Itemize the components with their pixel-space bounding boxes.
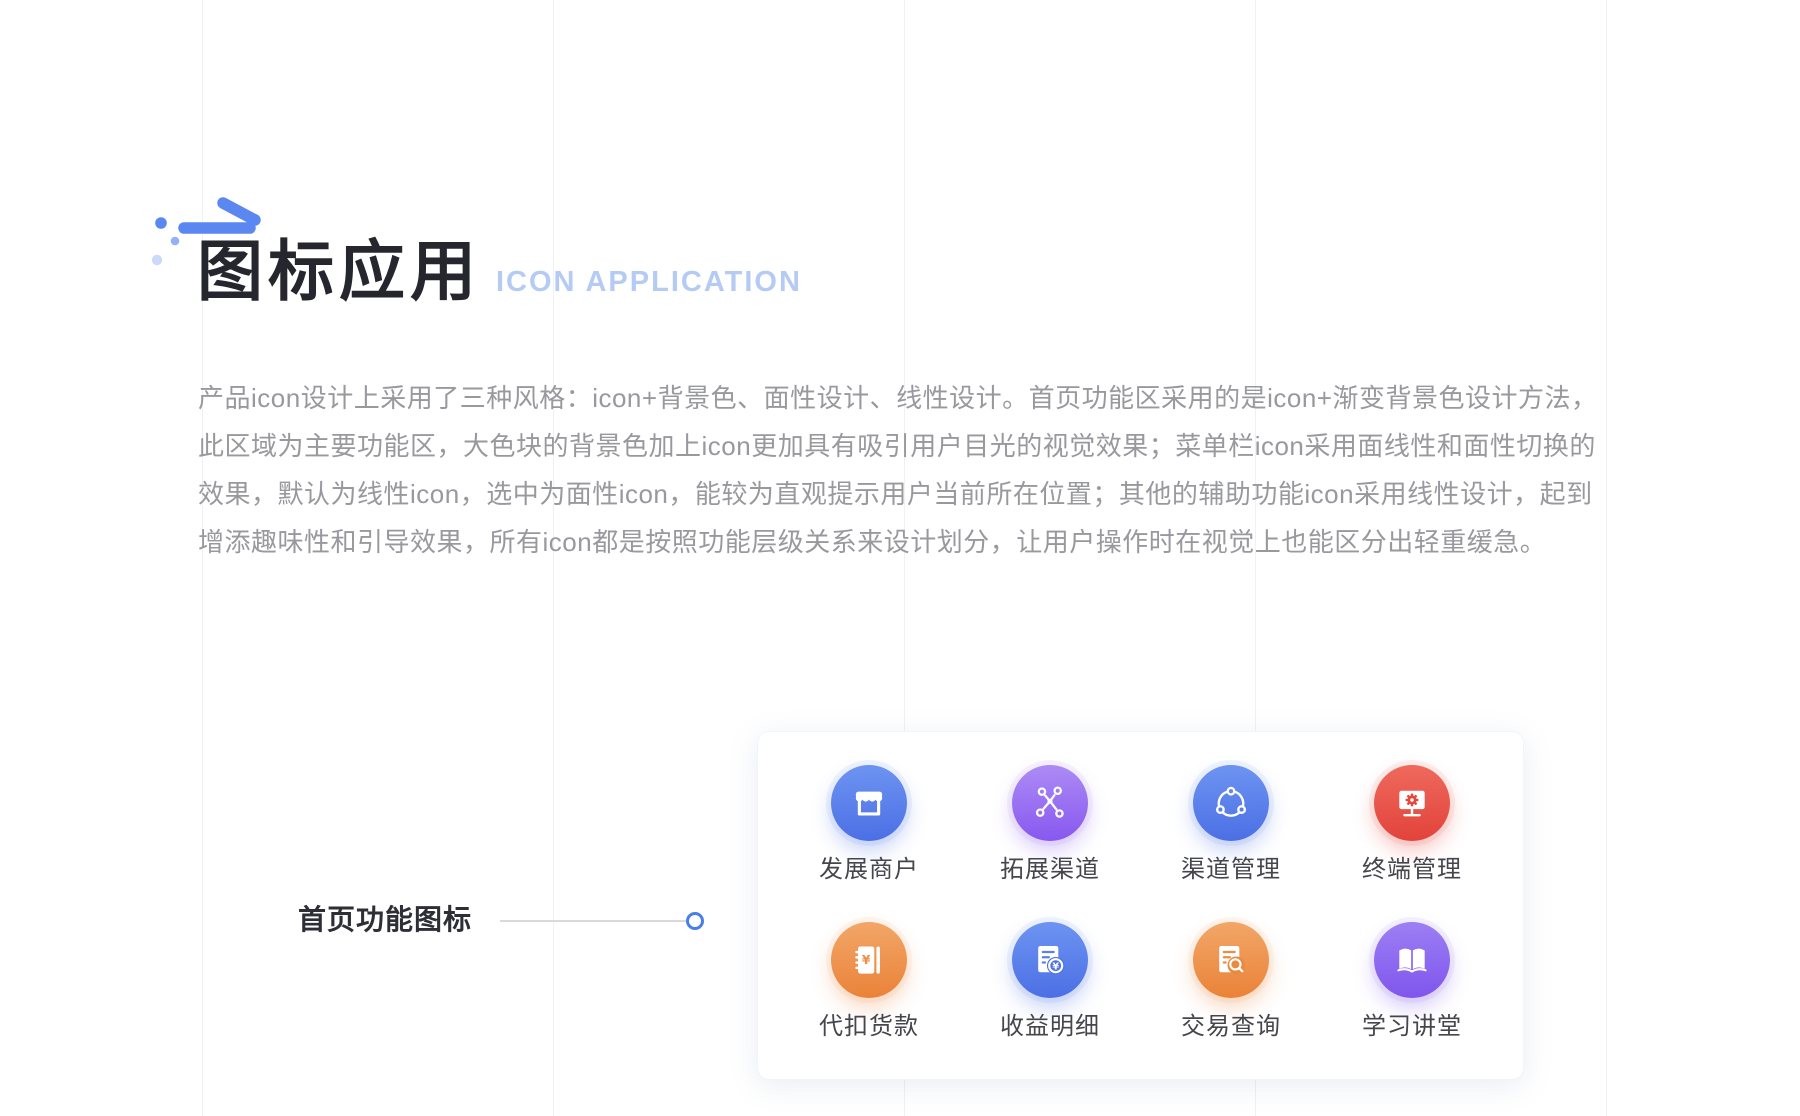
callout-terminal-dot-icon <box>686 912 704 930</box>
callout-connector-line <box>500 920 686 922</box>
background-grid-line <box>1606 0 1607 1116</box>
monitor-gear-icon <box>1374 765 1450 841</box>
tile-label: 交易查询 <box>1181 1013 1281 1040</box>
background-grid-line <box>904 0 905 1116</box>
description-paragraph: 产品icon设计上采用了三种风格：icon+背景色、面性设计、线性设计。首页功能… <box>198 383 1598 557</box>
tile-transaction-query[interactable]: 交易查询 <box>1141 922 1322 1042</box>
arrow-swoosh-icon <box>151 197 261 266</box>
tile-expand-channels[interactable]: 拓展渠道 <box>960 765 1141 885</box>
tile-label: 代扣货款 <box>819 1013 919 1040</box>
tile-terminal-management[interactable]: 终端管理 <box>1322 765 1503 885</box>
receipt-search-icon <box>1193 922 1269 998</box>
callout-label: 首页功能图标 <box>298 904 473 935</box>
tile-label: 发展商户 <box>819 856 919 883</box>
background-grid-line <box>202 0 203 1116</box>
network-nodes-icon <box>1012 765 1088 841</box>
open-book-icon <box>1374 922 1450 998</box>
tile-label: 收益明细 <box>1000 1013 1100 1040</box>
tile-label: 终端管理 <box>1362 856 1462 883</box>
tile-label: 渠道管理 <box>1181 856 1281 883</box>
page-header: 图标应用 ICON APPLICATION <box>197 238 802 304</box>
page-subtitle: ICON APPLICATION <box>496 266 802 298</box>
icon-row-2: ¥ 代扣货款 ¥ 收益明细 <box>758 922 1523 1042</box>
tile-channel-management[interactable]: 渠道管理 <box>1141 765 1322 885</box>
svg-text:¥: ¥ <box>862 953 871 967</box>
page-title: 图标应用 <box>197 234 481 308</box>
ledger-yen-icon: ¥ <box>831 922 907 998</box>
share-cycle-icon <box>1193 765 1269 841</box>
icon-row-1: 发展商户 <box>758 765 1523 885</box>
storefront-icon <box>831 765 907 841</box>
tile-develop-merchants[interactable]: 发展商户 <box>779 765 960 885</box>
tile-income-details[interactable]: ¥ 收益明细 <box>960 922 1141 1042</box>
receipt-yen-icon: ¥ <box>1012 922 1088 998</box>
background-grid-line <box>553 0 554 1116</box>
tile-label: 学习讲堂 <box>1362 1013 1462 1040</box>
tile-withholding-payment[interactable]: ¥ 代扣货款 <box>779 922 960 1042</box>
svg-text:¥: ¥ <box>1052 961 1059 972</box>
tile-learning-hall[interactable]: 学习讲堂 <box>1322 922 1503 1042</box>
background-grid-line <box>1255 0 1256 1116</box>
home-function-icons-card: 发展商户 <box>757 731 1524 1080</box>
tile-label: 拓展渠道 <box>1000 856 1100 883</box>
